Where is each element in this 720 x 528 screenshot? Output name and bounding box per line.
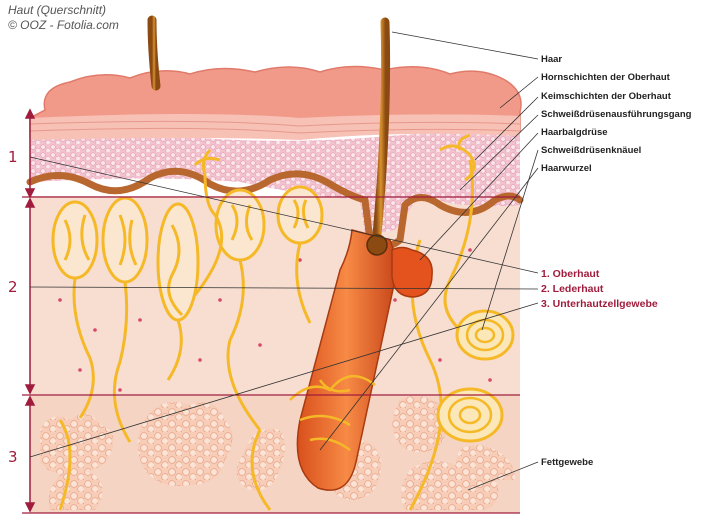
- layer-boundaries: [22, 196, 520, 514]
- label-schweisskn: Schweißdrüsenknäuel: [541, 145, 641, 156]
- label-lederhaut: 2. Lederhaut: [541, 283, 604, 295]
- label-keimschichten: Keimschichten der Oberhaut: [541, 91, 672, 102]
- diagram-title: Haut (Querschnitt): [8, 3, 107, 17]
- hair-follicle: [289, 17, 433, 491]
- horny-layer-lower: [30, 114, 520, 140]
- label-haar: Haar: [541, 54, 562, 65]
- layer-number-2: 2: [8, 278, 18, 296]
- copyright-credit: © OOZ - Fotolia.com: [8, 18, 119, 32]
- label-schweissgang: Schweißdrüsenausführungsgang: [541, 109, 692, 120]
- label-fettgewebe: Fettgewebe: [541, 457, 593, 468]
- label-unterhaut: 3. Unterhautzellgewebe: [541, 298, 658, 310]
- label-haarwurzel: Haarwurzel: [541, 163, 592, 174]
- label-oberhaut: 1. Oberhaut: [541, 268, 600, 280]
- dermal-papillae-vessels: [51, 133, 491, 511]
- label-hornschichten: Hornschichten der Oberhaut: [541, 72, 671, 83]
- label-haarbalg: Haarbalgdrüse: [541, 127, 608, 138]
- basal-layer-line: [26, 167, 524, 250]
- hair-shaft-main: [371, 17, 391, 250]
- layer-arrows: [24, 108, 36, 513]
- leader-lines: [29, 31, 539, 491]
- fat-lobules: [40, 396, 515, 510]
- sebaceous-gland: [391, 246, 433, 298]
- layer-number-3: 3: [8, 448, 18, 466]
- layer-number-1: 1: [8, 148, 18, 166]
- germinal-layer: [30, 132, 520, 235]
- hair-shaft-left: [147, 15, 161, 91]
